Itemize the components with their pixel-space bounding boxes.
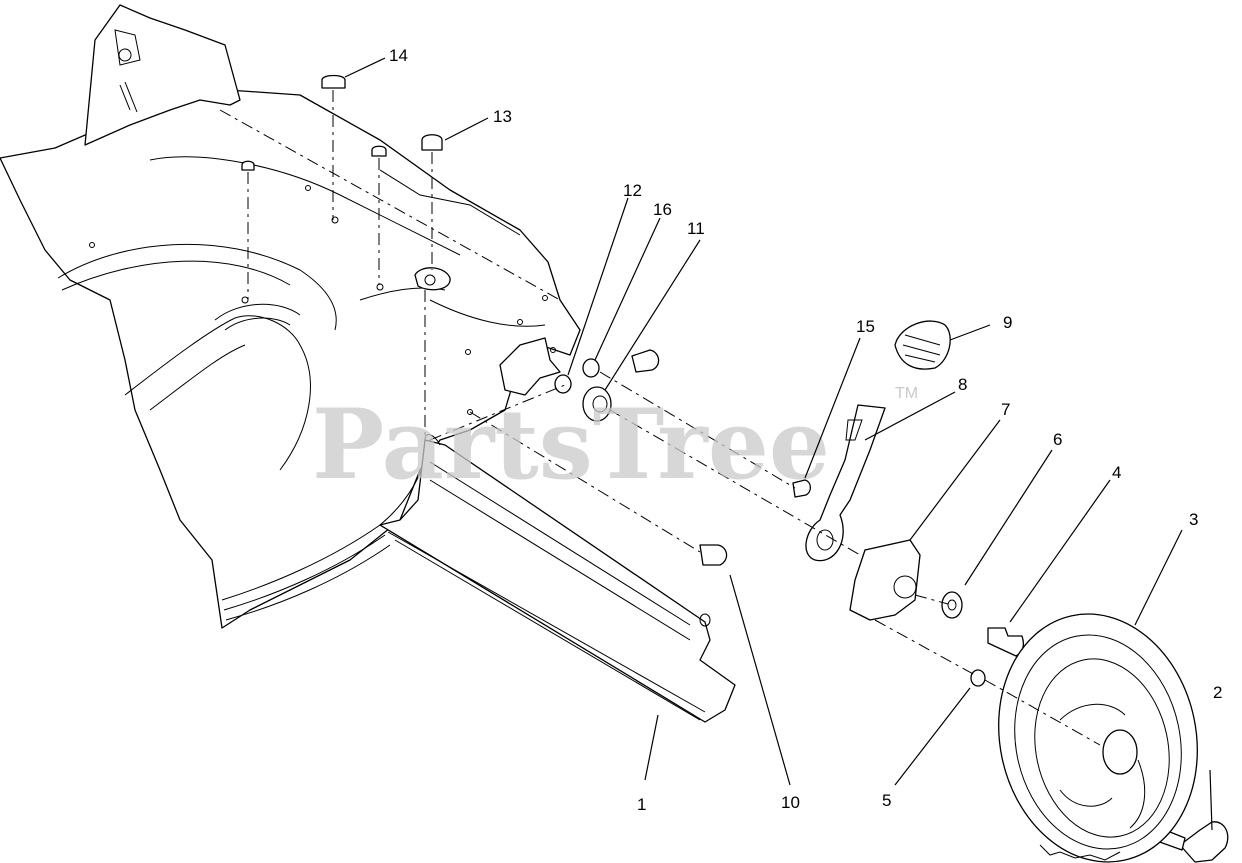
callout-15: 15 (856, 317, 875, 336)
callout-12: 12 (623, 181, 642, 200)
rear-hinge-shield (379, 434, 736, 723)
callout-8: 8 (958, 375, 967, 394)
leader-lines (344, 57, 1213, 831)
callout-1: 1 (637, 795, 646, 814)
deck-carriage-bolts (241, 74, 443, 171)
callout-4: 4 (1112, 463, 1121, 482)
watermark: PartsTree TM (312, 385, 918, 501)
callout-7: 7 (1001, 400, 1010, 419)
callout-16: 16 (653, 200, 672, 219)
callout-5: 5 (882, 791, 891, 810)
height-adjust-hardware (499, 320, 1229, 863)
callout-6: 6 (1053, 430, 1062, 449)
callout-labels: 1 2 3 4 5 6 7 8 9 10 11 12 13 14 15 16 (389, 46, 1222, 814)
callout-9: 9 (1003, 313, 1012, 332)
mower-deck (0, 87, 581, 629)
callout-2: 2 (1213, 683, 1222, 702)
rear-chute-bracket (84, 4, 241, 146)
wheel (998, 613, 1198, 863)
callout-13: 13 (493, 107, 512, 126)
watermark-text: PartsTree (312, 388, 830, 501)
callout-14: 14 (389, 46, 408, 65)
watermark-trademark: TM (895, 385, 918, 402)
callout-3: 3 (1189, 510, 1198, 529)
callout-11: 11 (687, 219, 705, 238)
callout-10: 10 (781, 793, 800, 812)
assembly-lines (219, 90, 1101, 746)
